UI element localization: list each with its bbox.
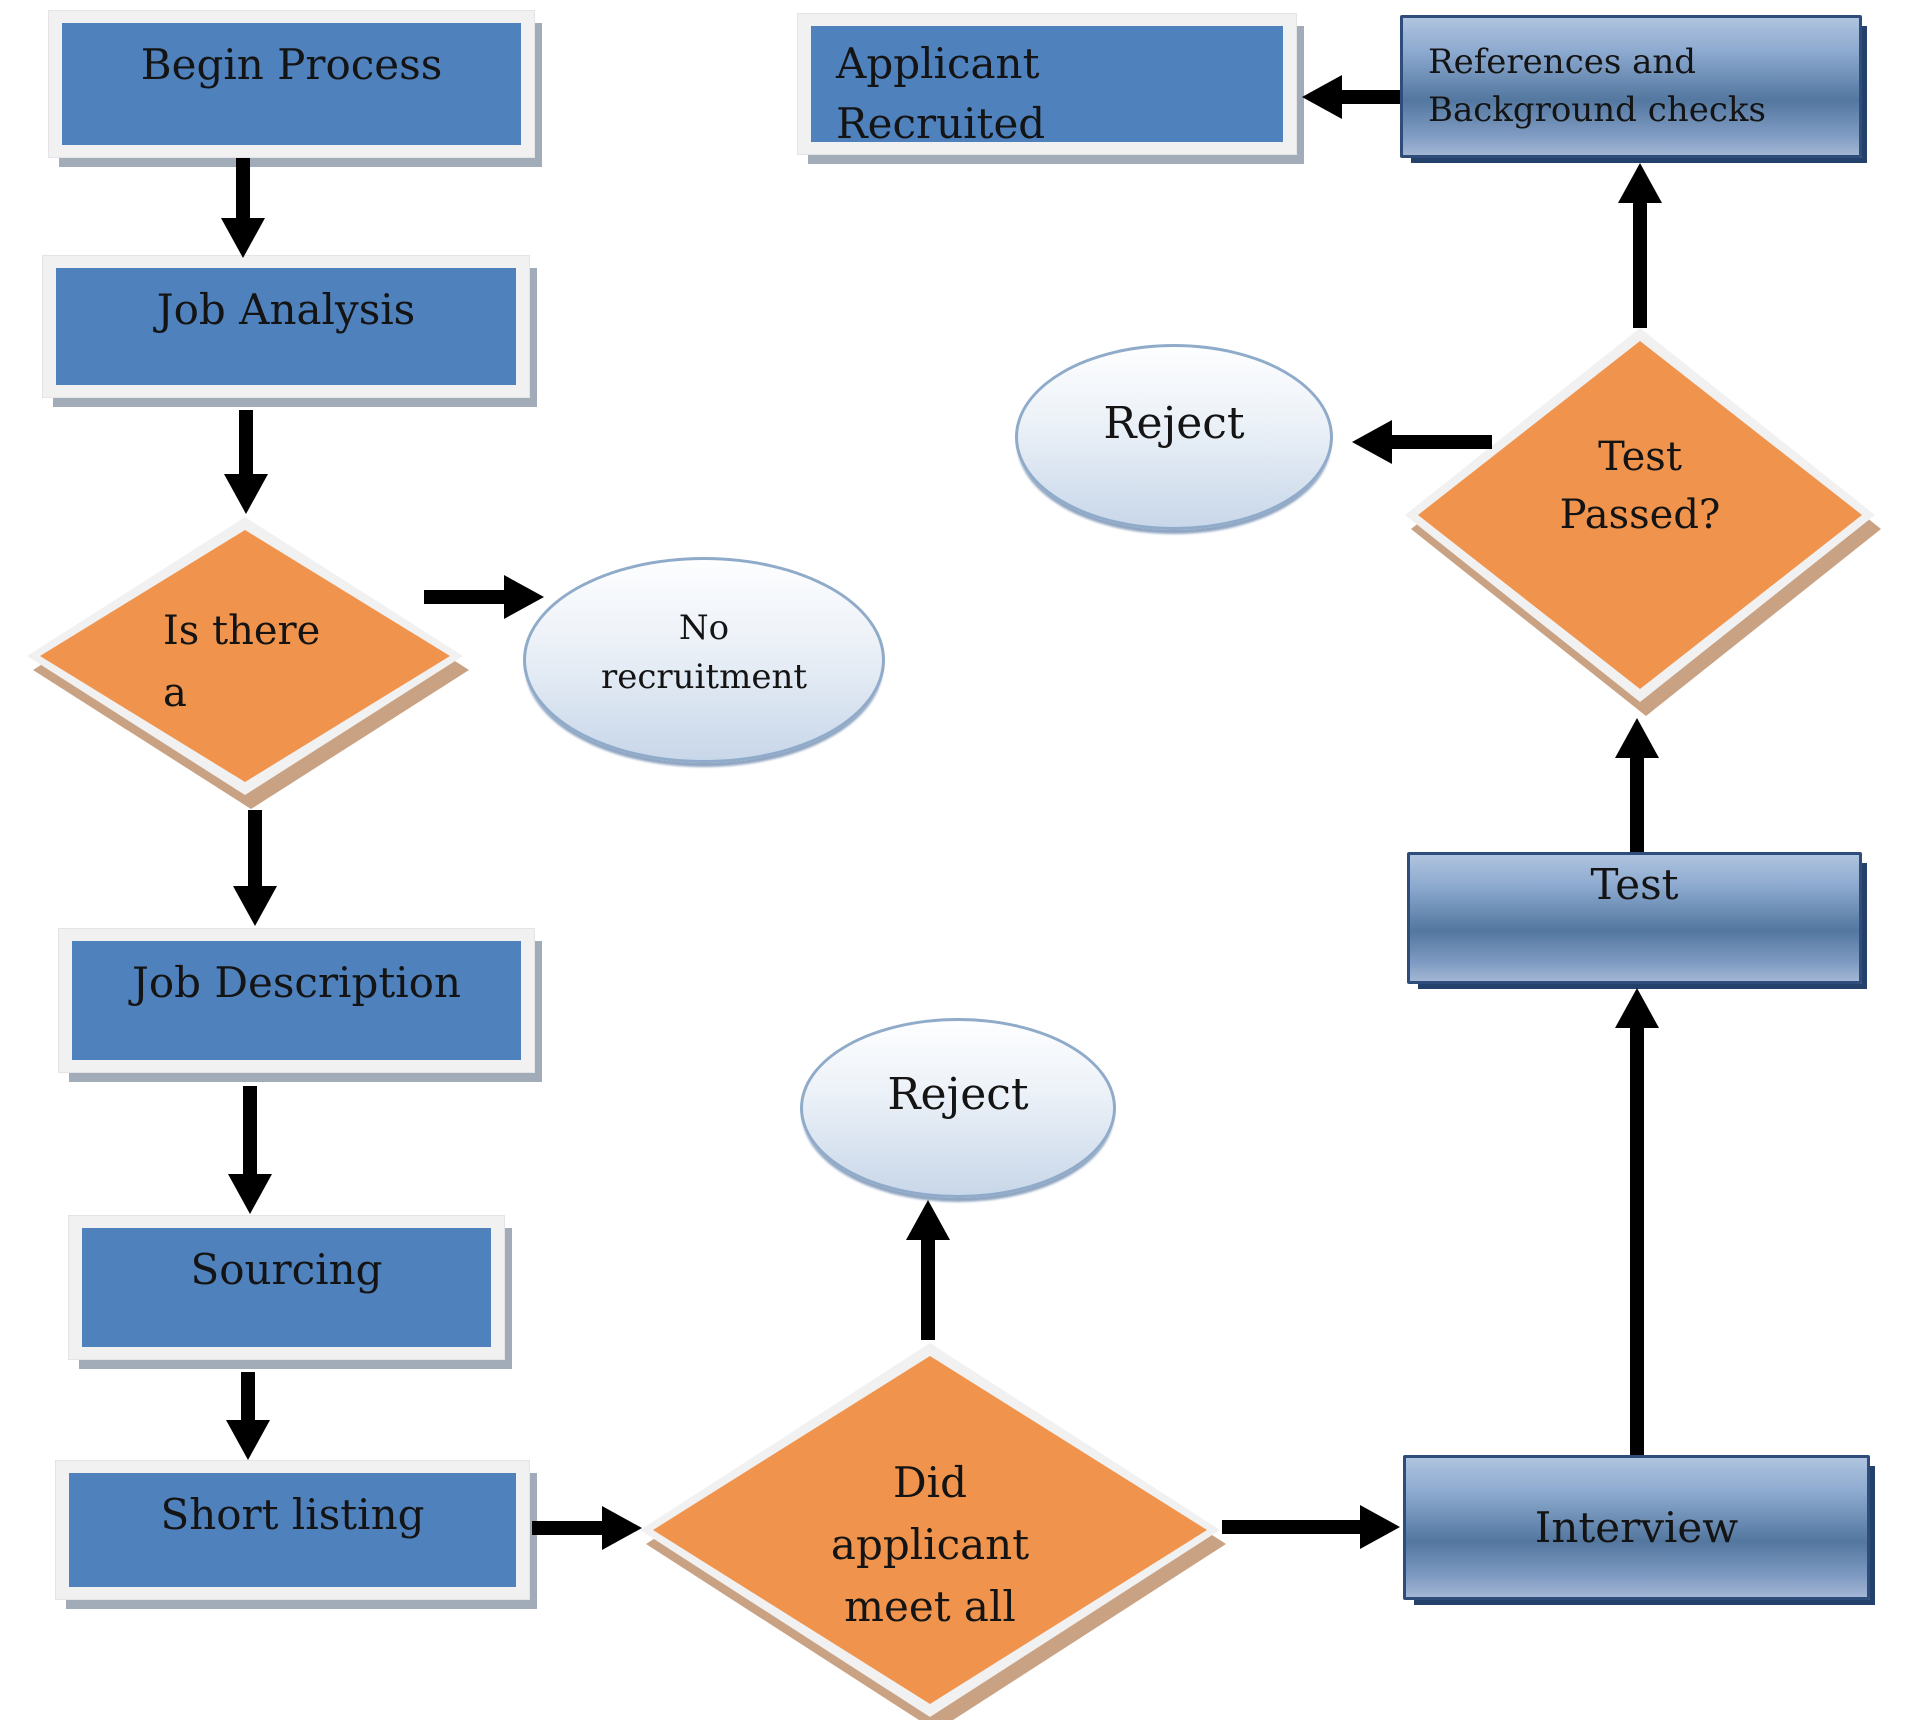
- node-interview-label: Interview: [1534, 1503, 1739, 1552]
- terminator-no-recruitment: No recruitment: [523, 557, 885, 763]
- decision-is-there-a-vacancy: Is there a: [27, 517, 469, 809]
- node-job-description-fill: Job Description: [72, 941, 521, 1060]
- node-job-description: Job Description: [58, 928, 535, 1073]
- node-sourcing: Sourcing: [68, 1215, 505, 1360]
- node-job-analysis-label: Job Analysis: [156, 285, 416, 334]
- decision-test-passed: Test Passed?: [1405, 328, 1881, 716]
- node-interview: Interview: [1403, 1455, 1870, 1600]
- arrow-test-passed-to-references-shaft: [1633, 203, 1647, 328]
- node-job-analysis-fill: Job Analysis: [56, 268, 516, 385]
- terminator-reject-criteria: Reject: [800, 1018, 1116, 1198]
- decision-did-applicant-meet-all: Did applicant meet all: [640, 1343, 1226, 1720]
- arrow-vacancy-to-job-description-head: [233, 886, 277, 926]
- arrow-vacancy-to-job-description-shaft: [248, 810, 262, 888]
- applicant-recruited-line2: Recruited: [836, 99, 1046, 142]
- arrow-criteria-to-reject-shaft: [921, 1240, 935, 1340]
- arrow-job-analysis-to-vacancy-shaft: [239, 410, 253, 476]
- arrow-test-passed-to-reject-shaft: [1392, 435, 1492, 449]
- arrow-criteria-to-reject-head: [906, 1200, 950, 1240]
- node-test: Test: [1407, 852, 1862, 984]
- arrow-sourcing-to-short-listing-shaft: [241, 1372, 255, 1422]
- arrow-short-listing-to-criteria-head: [602, 1506, 642, 1550]
- arrow-vacancy-to-no-recruitment-head: [504, 575, 544, 619]
- test-passed-line2: Passed?: [1559, 492, 1721, 538]
- arrow-short-listing-to-criteria-shaft: [532, 1521, 602, 1535]
- node-begin-process-label: Begin Process: [140, 40, 443, 89]
- arrow-references-to-applicant-head: [1302, 75, 1342, 119]
- arrow-begin-to-job-analysis-head: [221, 218, 265, 258]
- terminator-reject-test: Reject: [1015, 344, 1333, 530]
- arrow-job-description-to-sourcing-head: [228, 1174, 272, 1214]
- node-references-background-checks: References and Background checks: [1400, 15, 1862, 158]
- arrow-test-passed-to-reject-head: [1352, 420, 1392, 464]
- arrow-interview-to-test-shaft: [1630, 1028, 1644, 1455]
- node-applicant-recruited: Applicant Recruited: [797, 13, 1297, 155]
- node-begin-process-fill: Begin Process: [62, 23, 521, 145]
- decision-criteria-label: Did applicant meet all: [640, 1452, 1220, 1638]
- node-sourcing-fill: Sourcing: [82, 1228, 491, 1347]
- arrow-sourcing-to-short-listing-head: [226, 1420, 270, 1460]
- node-short-listing-fill: Short listing: [69, 1473, 516, 1587]
- test-passed-line1: Test: [1598, 434, 1682, 480]
- node-job-analysis: Job Analysis: [42, 255, 530, 398]
- terminator-reject-criteria-label: Reject: [887, 1069, 1029, 1120]
- arrow-begin-to-job-analysis-shaft: [236, 158, 250, 220]
- node-short-listing: Short listing: [55, 1460, 530, 1600]
- terminator-reject-test-label: Reject: [1103, 398, 1245, 449]
- arrow-test-to-test-passed-shaft: [1630, 758, 1644, 852]
- references-line1: References and: [1428, 42, 1697, 82]
- node-job-description-label: Job Description: [131, 958, 461, 1007]
- criteria-line3: meet all: [844, 1582, 1016, 1631]
- decision-test-passed-label: Test Passed?: [1405, 428, 1875, 544]
- node-references-label: References and Background checks: [1403, 18, 1859, 134]
- arrow-job-description-to-sourcing-shaft: [243, 1086, 257, 1176]
- arrow-interview-to-test-head: [1615, 988, 1659, 1028]
- node-test-label: Test: [1590, 860, 1679, 909]
- arrow-vacancy-to-no-recruitment-shaft: [424, 590, 506, 604]
- node-applicant-recruited-label: Applicant Recruited: [811, 26, 1283, 142]
- node-short-listing-label: Short listing: [160, 1490, 425, 1539]
- no-recruitment-line2: recruitment: [600, 657, 808, 697]
- vacancy-line2: a: [163, 670, 187, 716]
- no-recruitment-line1: No: [678, 608, 730, 648]
- decision-vacancy-label: Is there a: [163, 600, 320, 724]
- arrow-criteria-to-interview-head: [1360, 1505, 1400, 1549]
- node-begin-process: Begin Process: [48, 10, 535, 158]
- references-line2: Background checks: [1428, 90, 1766, 130]
- arrow-job-analysis-to-vacancy-head: [224, 474, 268, 514]
- vacancy-line1: Is there: [163, 608, 321, 654]
- node-sourcing-label: Sourcing: [190, 1245, 383, 1294]
- arrow-references-to-applicant-shaft: [1342, 90, 1400, 104]
- arrow-criteria-to-interview-shaft: [1222, 1520, 1360, 1534]
- criteria-line2: applicant: [830, 1520, 1030, 1569]
- criteria-line1: Did: [893, 1458, 967, 1507]
- arrow-test-passed-to-references-head: [1618, 163, 1662, 203]
- applicant-recruited-line1: Applicant: [836, 39, 1040, 88]
- arrow-test-to-test-passed-head: [1615, 718, 1659, 758]
- terminator-no-recruitment-label: No recruitment: [601, 604, 807, 716]
- node-applicant-recruited-fill: Applicant Recruited: [811, 26, 1283, 142]
